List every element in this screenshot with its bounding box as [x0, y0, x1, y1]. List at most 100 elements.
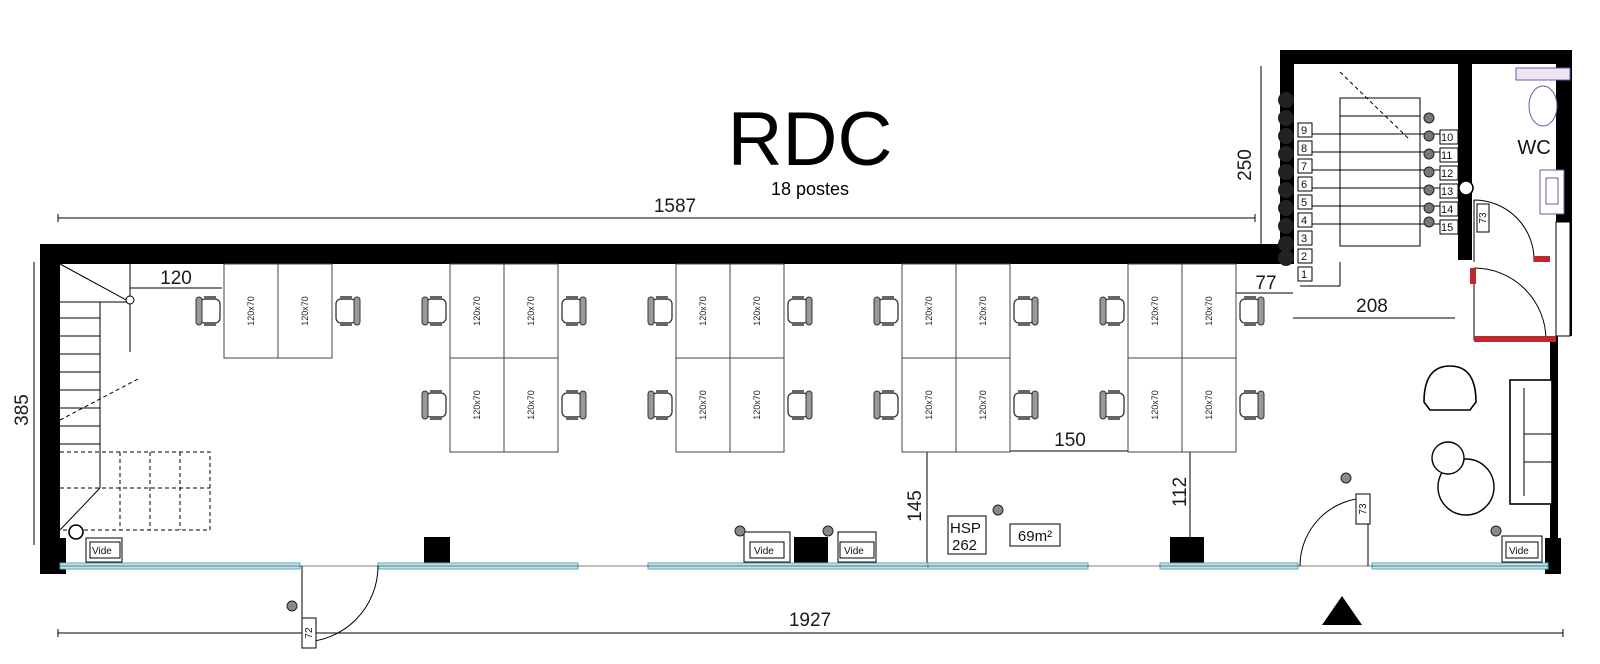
- office-chair-icon: [335, 296, 361, 326]
- desk: 120x70: [1127, 263, 1183, 359]
- door-stair-hall: [1470, 267, 1556, 342]
- desk-label: 120x70: [472, 296, 482, 326]
- armchair-icon: [1423, 365, 1477, 411]
- desk-label: 120x70: [698, 390, 708, 420]
- svg-text:8: 8: [1301, 143, 1307, 155]
- office-chair-icon: [1013, 390, 1039, 420]
- desk-label: 120x70: [1204, 390, 1214, 420]
- svg-text:12: 12: [1441, 168, 1453, 180]
- office-chair-icon: [1239, 296, 1265, 326]
- desk-label: 120x70: [978, 390, 988, 420]
- pouf-icon: [1431, 441, 1465, 475]
- desk-label: 120x70: [924, 296, 934, 326]
- svg-text:4: 4: [1301, 215, 1307, 227]
- desk: 120x70: [955, 357, 1011, 453]
- desk: 120x70: [1127, 357, 1183, 453]
- vide-tag: Vide: [1505, 541, 1539, 559]
- dimension-stair-height: 250: [1235, 66, 1262, 262]
- spot-lights-stair: [1423, 112, 1435, 228]
- stair-step: 6: [1297, 176, 1313, 192]
- desk: 120x70: [223, 263, 279, 359]
- desk: 120x70: [901, 357, 957, 453]
- stair-step: 9: [1297, 122, 1313, 138]
- dimension-top-label: 1587: [654, 196, 696, 217]
- office-chair-icon: [1099, 296, 1125, 326]
- office-chair-icon: [561, 296, 587, 326]
- dimension-depth-145: 145: [905, 451, 928, 566]
- desk: 120x70: [449, 357, 505, 453]
- door-entrance: 73: [1299, 493, 1371, 625]
- svg-text:9: 9: [1301, 125, 1307, 137]
- door-wc: 73: [1473, 199, 1550, 263]
- svg-text:3: 3: [1301, 233, 1307, 245]
- desk-label: 120x70: [752, 390, 762, 420]
- desk-label: 120x70: [978, 296, 988, 326]
- sofa-icon: [1509, 379, 1553, 505]
- desk-label: 120x70: [526, 390, 536, 420]
- vide-tag: Vide: [89, 541, 121, 559]
- stair-step: 4: [1297, 212, 1313, 228]
- plan-title: RDC: [728, 97, 893, 182]
- office-chair-icon: [1099, 390, 1125, 420]
- desk-label: 120x70: [526, 296, 536, 326]
- vide-tag: Vide: [749, 541, 785, 559]
- svg-text:13: 13: [1441, 186, 1453, 198]
- desk-label: 120x70: [1150, 390, 1160, 420]
- stair-step: 1: [1297, 266, 1313, 282]
- stair-left: [59, 263, 211, 540]
- stair-step: 12: [1439, 165, 1459, 181]
- office-chair-icon: [647, 296, 673, 326]
- desk: 120x70: [503, 263, 559, 359]
- stair-step-numbers: 1 2 3 4 5 6 7 8 9 10 11 12 13 14 15: [1297, 122, 1459, 282]
- stair-step: 10: [1439, 129, 1459, 145]
- desk: 120x70: [675, 263, 731, 359]
- dimension-aisle-label: 150: [1054, 430, 1086, 451]
- column: [1170, 537, 1204, 563]
- desk: 120x70: [503, 357, 559, 453]
- wc-room: WC: [1458, 67, 1571, 337]
- dimension-stair-width: 208: [1293, 296, 1455, 319]
- door-tag: 73: [1358, 503, 1369, 515]
- svg-text:Vide: Vide: [92, 546, 112, 557]
- svg-text:6: 6: [1301, 179, 1307, 191]
- svg-text:5: 5: [1301, 197, 1307, 209]
- svg-text:1: 1: [1301, 269, 1307, 281]
- stair-step: 7: [1297, 158, 1313, 174]
- stair-step: 3: [1297, 230, 1313, 246]
- area-tag: 69m²: [1009, 523, 1061, 547]
- area-label: 69m²: [1018, 528, 1052, 545]
- stair-step: 2: [1297, 248, 1313, 264]
- desk-label: 120x70: [752, 296, 762, 326]
- svg-text:7: 7: [1301, 161, 1307, 173]
- dimension-gap-77-label: 77: [1255, 273, 1276, 294]
- desk-label: 120x70: [300, 296, 310, 326]
- office-chair-icon: [421, 390, 447, 420]
- column: [794, 537, 828, 563]
- entrance-arrow-icon: [1322, 596, 1362, 625]
- hsp-label: HSP: [950, 520, 981, 537]
- svg-text:Vide: Vide: [1509, 546, 1529, 557]
- svg-text:10: 10: [1441, 132, 1453, 144]
- spot-lights: [286, 472, 1502, 612]
- stair-step: 14: [1439, 201, 1459, 217]
- dimension-depth-112-label: 112: [1170, 477, 1191, 507]
- vide-tags: Vide Vide Vide Vide: [85, 531, 1543, 563]
- vide-tag: Vide: [839, 541, 875, 559]
- dimension-left-label: 385: [12, 394, 33, 426]
- svg-text:2: 2: [1301, 251, 1307, 263]
- svg-text:Vide: Vide: [844, 546, 864, 557]
- desk-label: 120x70: [472, 390, 482, 420]
- desk: 120x70: [1181, 263, 1237, 359]
- ceiling-height-tag: HSP 262: [947, 515, 987, 555]
- office-chair-icon: [195, 296, 221, 326]
- desk-label: 120x70: [924, 390, 934, 420]
- dimension-bottom-label: 1927: [789, 610, 831, 631]
- dimension-left: 385: [12, 262, 35, 545]
- dimension-stair-offset: 120: [130, 268, 222, 289]
- desk-label: 120x70: [698, 296, 708, 326]
- desk: 120x70: [729, 263, 785, 359]
- lounge-area: [1423, 365, 1553, 516]
- desk: 120x70: [449, 263, 505, 359]
